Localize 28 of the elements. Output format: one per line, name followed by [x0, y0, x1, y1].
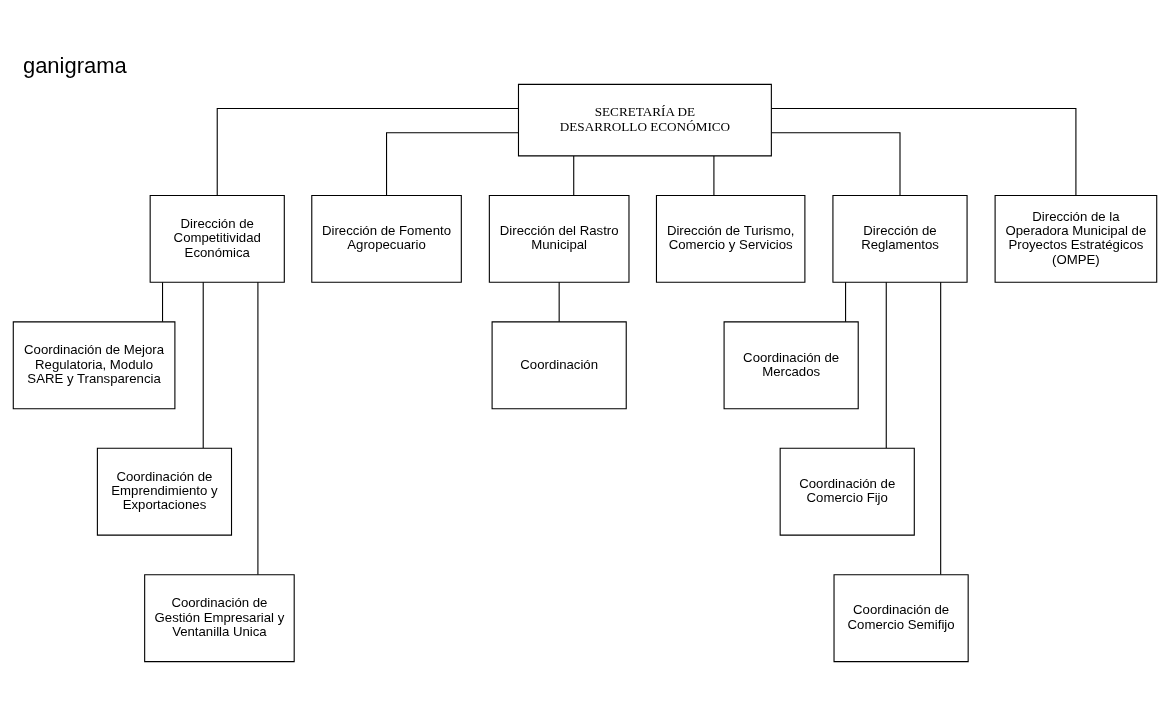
connector	[558, 281, 560, 323]
diagram-title: ganigrama	[22, 53, 127, 79]
node-box: Coordinación de Comercio Semifijo	[833, 574, 969, 663]
connector	[202, 281, 204, 449]
connector	[885, 281, 887, 449]
connector	[940, 281, 942, 576]
node-box: Coordinación de Mercados	[723, 321, 859, 410]
connector	[257, 281, 259, 576]
node-box: Dirección del Rastro Municipal	[488, 194, 630, 283]
node-box: Coordinación	[491, 321, 627, 410]
node-box: Coordinación de Comercio Fijo	[779, 447, 915, 536]
connector	[713, 155, 715, 196]
node-box: Dirección de Competitividad Económica	[149, 194, 285, 283]
connector	[771, 108, 1077, 196]
node-box: Coordinación de Gestión Empresarial y Ventanilla Unica	[144, 574, 295, 663]
node-box: Coordinación de Mejora Regulatoria, Modulo SARE y Transparencia	[12, 321, 176, 410]
node-box: Coordinación de Emprendimiento y Exportaciones	[96, 447, 233, 536]
node-box: SECRETARÍA DE DESARROLLO ECONÓMICO	[517, 83, 772, 157]
node-box: Dirección de la Operadora Municipal de Proyectos Estratégicos (OMPE)	[994, 194, 1158, 283]
node-box: Dirección de Fomento Agropecuario	[311, 194, 462, 283]
connector	[845, 281, 847, 323]
node-box: Dirección de Turismo, Comercio y Servicios	[655, 194, 806, 283]
connector	[573, 155, 575, 196]
connector	[386, 132, 519, 196]
connector	[216, 108, 519, 196]
connector	[162, 281, 164, 323]
connector	[771, 132, 901, 196]
node-box: Dirección de Reglamentos	[832, 194, 968, 283]
